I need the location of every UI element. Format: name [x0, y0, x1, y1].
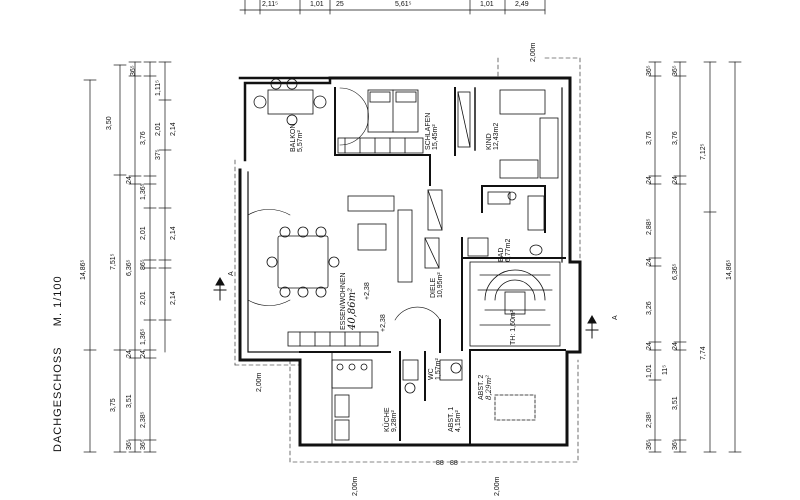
- right-a-0: 36⁵: [646, 65, 653, 76]
- left-inner-b0: 1,11⁵: [155, 79, 162, 96]
- left-inner-5: 2,01: [140, 291, 147, 305]
- height-marker-b: +2,38: [380, 314, 387, 332]
- right-b-6: 36⁵: [672, 439, 679, 450]
- room-treppenhaus: TH: 1,60m²: [510, 309, 517, 345]
- right-a-5: 3,26: [646, 301, 653, 315]
- section-label-left: A: [228, 271, 235, 276]
- room-abst-2: ABST. 2 8,29m²: [478, 374, 493, 400]
- outer-walls: [238, 76, 582, 447]
- left-seg-0: 7,51⁵: [110, 253, 117, 270]
- right-a-7: 11⁵: [662, 364, 669, 375]
- bottom-dim-1: 88: [436, 460, 444, 467]
- right-dimension-chains: [648, 61, 742, 453]
- top-small-dim: 2,00m: [530, 42, 537, 62]
- room-kind: KIND 12,43m2: [486, 122, 500, 150]
- left-mid-5: 36⁵: [126, 439, 133, 450]
- right-total: 14,86⁵: [726, 259, 733, 280]
- top-dim-0: 2,11⁵: [262, 1, 279, 8]
- left-inner-b3: 2,14: [170, 122, 177, 136]
- room-kueche: KÜCHE 9,28m²: [384, 407, 398, 432]
- kitchen-fixtures: [331, 351, 536, 446]
- right-a-3: 2,88⁵: [646, 218, 653, 235]
- left-total: 14,86⁵: [80, 259, 87, 280]
- top-dim-5: 2,49: [515, 1, 529, 8]
- room-balkon: BALKON 5,57m²: [290, 123, 304, 152]
- left-mid-1: 24: [126, 176, 133, 184]
- left-inner-3: 2,01: [140, 226, 147, 240]
- section-label-right: A: [612, 315, 619, 320]
- top-dim-2: 25: [336, 1, 344, 8]
- left-mid-2: 6,36⁵: [126, 259, 133, 276]
- right-b-4: 24: [672, 342, 679, 350]
- left-inner-b2: 37⁵: [155, 149, 162, 160]
- plan-scale: M. 1/100: [52, 275, 64, 327]
- right-a-10: 36⁵: [646, 439, 653, 450]
- section-marker-right: [585, 314, 599, 339]
- left-mid-0: 3,50: [106, 116, 113, 130]
- bedroom-furniture: [337, 89, 471, 154]
- right-a-6: 24: [646, 342, 653, 350]
- right-a-9: 2,38⁵: [646, 411, 653, 428]
- staircase: [424, 189, 561, 347]
- right-a-2: 24: [646, 176, 653, 184]
- right-b-3: 6,36⁵: [672, 263, 679, 280]
- left-inner-6: 1,36⁵: [140, 328, 147, 345]
- top-dim-4: 1,01: [480, 1, 494, 8]
- right-seg-0: 7,12⁵: [700, 143, 707, 160]
- bottom-dim-0: 2,00m: [352, 476, 359, 496]
- bottom-dim-3: 2,00m: [494, 476, 501, 496]
- right-b-2: 24: [672, 176, 679, 184]
- left-inner-b1: 2,01: [155, 122, 162, 136]
- left-inner-9: 36⁵: [140, 439, 147, 450]
- right-b-1: 3,76: [672, 131, 679, 145]
- left-inner-8: 2,38⁵: [140, 411, 147, 428]
- room-abst-1: ABST. 1 4,15m²: [448, 406, 462, 432]
- balcony: [253, 78, 327, 126]
- right-a-1: 3,76: [646, 131, 653, 145]
- interior-walls: [299, 185, 566, 446]
- left-inner-7: 24: [140, 350, 147, 358]
- top-dim-1: 1,01: [310, 1, 324, 8]
- right-seg-1: 7,74: [700, 346, 707, 360]
- left-small-dim: 2,00m: [256, 372, 263, 392]
- top-dim-3: 5,61⁵: [395, 1, 412, 8]
- left-inner-1: 3,76: [140, 131, 147, 145]
- right-b-0: 36⁵: [672, 65, 679, 76]
- bathroom-fixtures: [467, 191, 545, 257]
- bottom-dim-2: 88: [450, 460, 458, 467]
- left-mid-3: 24: [126, 350, 133, 358]
- left-inner-0: 36⁵: [130, 65, 137, 76]
- room-essen-wohnen: ESSEN/WOHNEN 40,86m²: [340, 272, 358, 330]
- left-inner-b4: 2,14: [170, 226, 177, 240]
- left-inner-2: 1,36⁵: [140, 183, 147, 200]
- top-dimension-chain: [239, 0, 546, 15]
- plan-title: DACHGESCHOSS M. 1/100: [52, 275, 64, 452]
- right-a-4: 24: [646, 258, 653, 266]
- kind-furniture: [499, 89, 559, 179]
- room-bad: BAD 6,77m2: [498, 238, 512, 262]
- left-inner-b5: 2,14: [170, 291, 177, 305]
- left-dimension-chains: [83, 61, 172, 453]
- right-a-8: 1,01: [646, 364, 653, 378]
- height-marker-a: +2,38: [364, 282, 371, 300]
- right-b-5: 3,51: [672, 396, 679, 410]
- room-diele: DIELE 10,95m²: [430, 272, 444, 298]
- room-wc: WC 1,57m²: [428, 358, 442, 380]
- section-marker-left: [213, 276, 227, 301]
- left-inner-4: 86⁵: [140, 259, 147, 270]
- room-schlafen: SCHLAFEN 15,45m²: [425, 112, 439, 150]
- living-furniture: [247, 87, 441, 347]
- floor-name: DACHGESCHOSS: [52, 346, 64, 452]
- left-mid-4: 3,51: [126, 394, 133, 408]
- left-seg-1: 3,75: [110, 398, 117, 412]
- roof-lines: [234, 57, 581, 463]
